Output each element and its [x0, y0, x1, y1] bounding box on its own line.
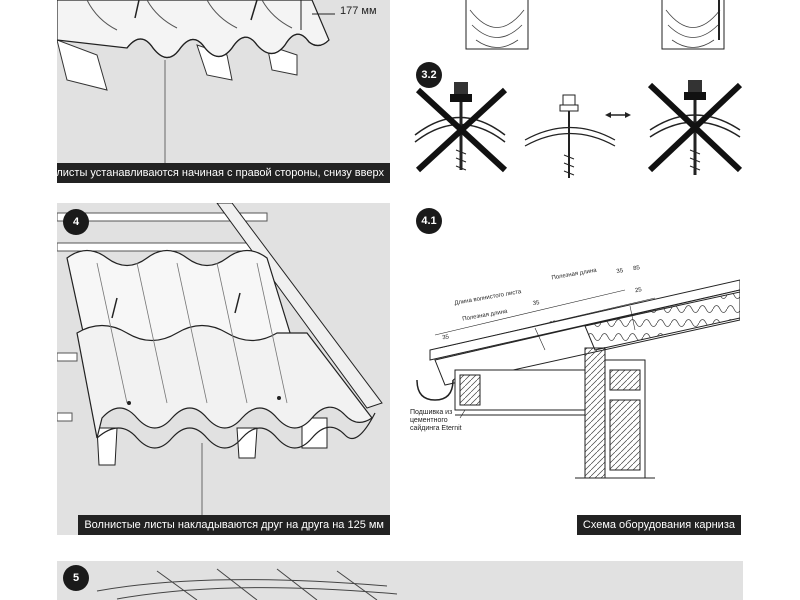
panel-step-3-roof-sheets: 177 мм Волнистые листы устанавливаются н…: [57, 0, 390, 183]
label-dim-35: 35: [532, 300, 540, 307]
step-badge: 4: [63, 209, 89, 235]
panel-caption: Волнистые листы устанавливаются начиная …: [57, 163, 390, 183]
double-arrow-icon: [605, 112, 631, 118]
correct-screw-middle: [524, 94, 616, 178]
panel-caption: Волнистые листы накладываются друг на др…: [78, 515, 390, 535]
incorrect-screw-left: [414, 82, 508, 173]
screw-install-diagram: [414, 80, 743, 178]
overlapping-sheets-illustration: [57, 203, 383, 521]
step-badge: 5: [63, 565, 89, 591]
step-badge: 4.1: [416, 208, 442, 234]
label-dim-35: 35: [616, 268, 624, 275]
incorrect-screw-right: [647, 80, 743, 175]
eaves-section-diagram: Длина волнистого листа Полезная длина По…: [416, 265, 740, 479]
label-sheet-length: Длина волнистого листа: [454, 289, 522, 307]
label-dim-25: 25: [635, 287, 643, 294]
panel-step-5: 5: [57, 561, 743, 600]
step-badge: 3.2: [416, 62, 442, 88]
dimension-label: 177 мм: [340, 5, 377, 17]
soffit-note: Подшивка из цементного сайдинга Eternit: [410, 409, 462, 432]
timber-cross-sections: [465, 0, 725, 50]
label-useful-length-2: Полезная длина: [551, 268, 598, 282]
roof-frame-illustration: [96, 568, 398, 600]
panel-step-4-overlap: 4 Волнистые листы накладываются друг на …: [57, 203, 390, 535]
label-dim-35: 35: [442, 334, 450, 341]
label-useful-length: Полезная длина: [462, 309, 509, 323]
label-dim-85: 85: [633, 265, 641, 272]
panel-caption: Схема оборудования карниза: [576, 515, 741, 535]
corrugated-sheet-illustration: [57, 0, 335, 165]
